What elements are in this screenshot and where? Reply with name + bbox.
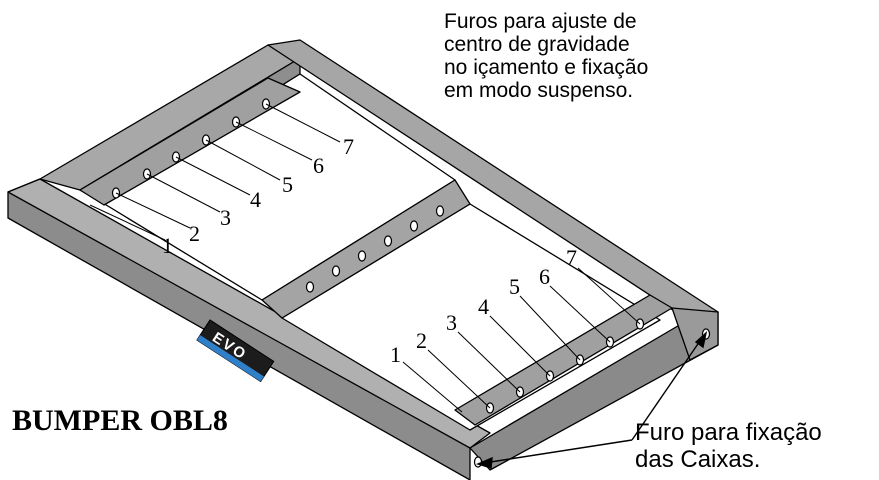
right-label-7: 7: [566, 245, 577, 270]
left-label-5: 5: [282, 172, 293, 197]
note-top-line-1: Furos para ajuste de: [444, 10, 637, 33]
left-hole-labels: 1 2 3 4 5 6 7: [162, 134, 354, 258]
note-top-line-3: no içamento e fixação: [444, 56, 649, 79]
left-label-2: 2: [189, 221, 200, 246]
left-label-1: 1: [162, 233, 173, 258]
hole-middle-3: [357, 250, 367, 262]
note-bottom-line-1: Furo para fixação: [635, 419, 822, 446]
left-label-6: 6: [313, 153, 324, 178]
hole-middle-6: [435, 205, 445, 217]
middle-holes: [305, 205, 445, 293]
left-crossbar: [79, 77, 301, 206]
middle-crossbar: [261, 179, 471, 319]
hole-middle-4: [383, 235, 393, 247]
left-label-7: 7: [343, 134, 354, 159]
right-hole-labels: 1 2 3 4 5 6 7: [390, 245, 577, 367]
fixing-hole-left: [473, 456, 483, 468]
right-label-3: 3: [446, 310, 457, 335]
hole-middle-1: [305, 281, 315, 293]
hole-middle-2: [331, 265, 341, 277]
right-label-1: 1: [390, 342, 401, 367]
front-rail-top: [7, 178, 491, 449]
left-label-3: 3: [220, 205, 231, 230]
left-label-4: 4: [250, 187, 261, 212]
right-label-5: 5: [509, 274, 520, 299]
note-top-line-2: centro de gravidade: [444, 33, 630, 56]
note-bottom-line-2: das Caixas.: [635, 446, 761, 473]
center-of-gravity-note: Furos para ajuste de centro de gravidade…: [444, 10, 648, 102]
product-title: BUMPER OBL8: [12, 404, 228, 437]
right-end-cap: [671, 307, 719, 361]
right-label-4: 4: [478, 294, 489, 319]
right-label-2: 2: [416, 328, 427, 353]
right-label-6: 6: [539, 264, 550, 289]
note-top-line-4: em modo suspenso.: [444, 79, 634, 102]
callout-arrows: [475, 331, 708, 469]
left-leader-lines: [89, 103, 341, 241]
fixing-holes-note: Furo para fixação das Caixas.: [635, 419, 822, 473]
hole-middle-5: [409, 220, 419, 232]
right-leader-lines: [402, 267, 641, 413]
